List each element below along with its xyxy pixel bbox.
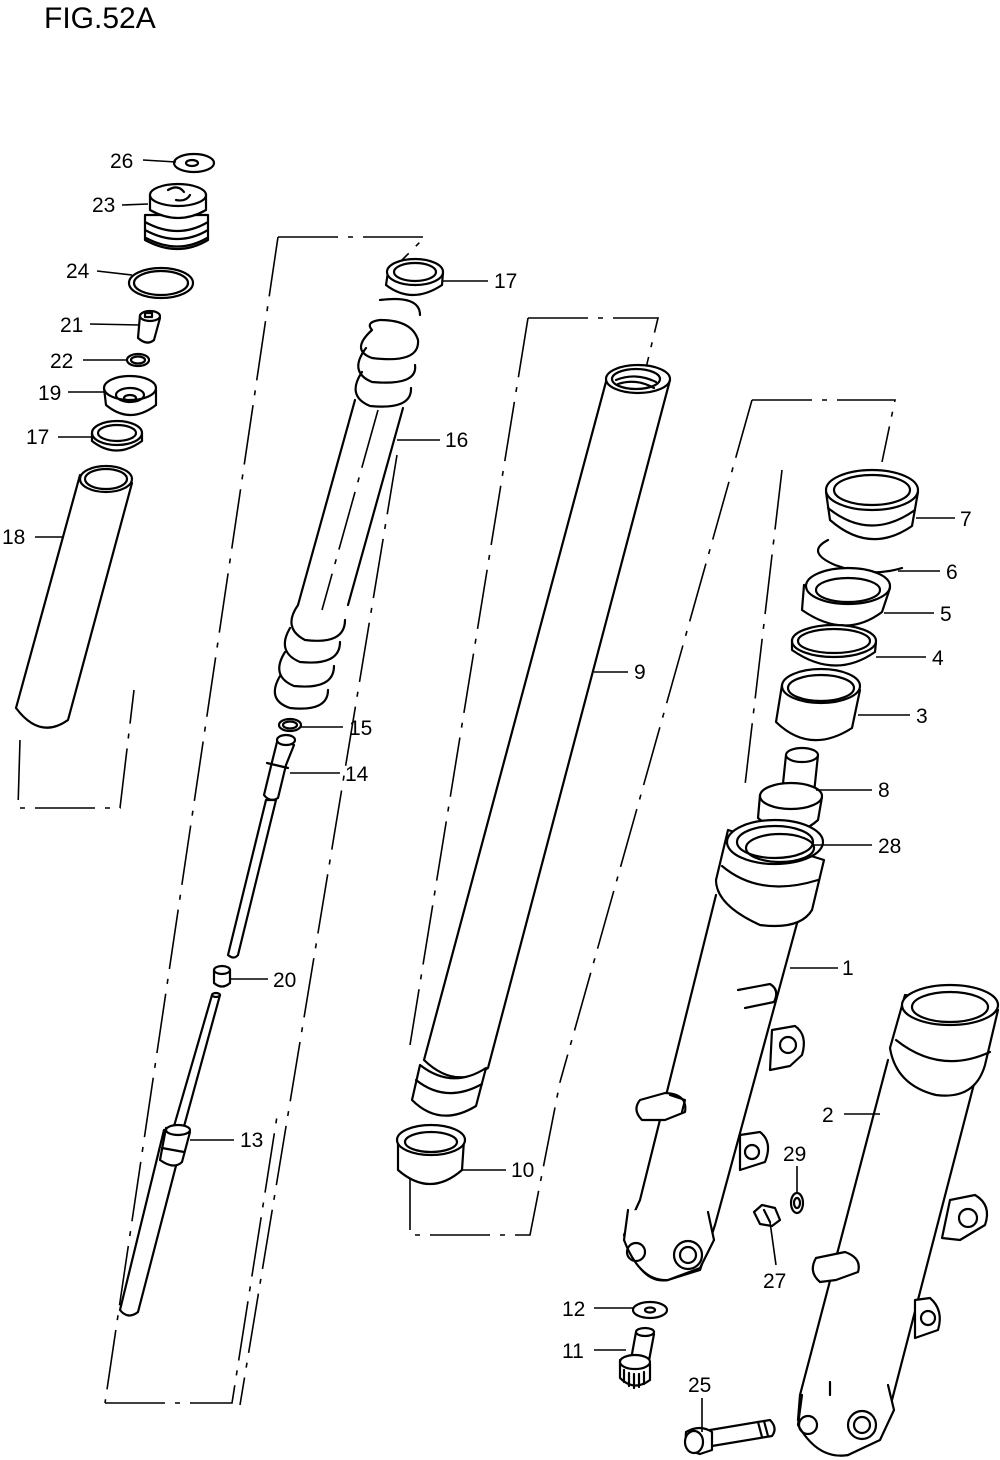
part-4-washer [790,623,878,667]
label-part-17-top: 17 [494,270,517,293]
label-part-28: 28 [878,835,901,858]
part-10-bushing [395,1123,467,1185]
part-29-washer [789,1191,805,1215]
part-13-damper [118,991,222,1317]
label-part-27: 27 [763,1270,786,1293]
label-part-24: 24 [66,260,90,283]
part-1-outer-tube [622,818,826,1282]
label-part-29: 29 [783,1143,806,1166]
label-part-11: 11 [562,1340,584,1363]
part-7-dust-seal [824,468,920,541]
label-part-21: 21 [60,314,83,337]
part-16-fork-spring [273,297,422,710]
label-part-23: 23 [92,194,115,217]
label-part-10: 10 [511,1159,534,1182]
assembly-outlines [17,236,896,1406]
part-23-cap-bolt [143,182,210,250]
part-2-outer-tube [796,983,1000,1457]
part-26-washer [172,152,216,174]
label-part-7: 7 [960,508,972,531]
part-22-ring [125,352,151,368]
label-part-2: 2 [822,1104,834,1127]
part-20-nut [212,964,232,988]
label-part-25: 25 [688,1374,711,1397]
part-17-spacer-top [384,257,445,296]
label-part-3: 3 [916,705,928,728]
part-25-axle-bolt [683,1418,776,1456]
label-part-18: 18 [2,526,25,549]
label-part-17-left: 17 [26,426,49,449]
part-27-screw [752,1203,782,1228]
leader-lines [35,159,955,1432]
label-part-8: 8 [878,779,890,802]
part-11-bolt [618,1326,656,1390]
label-part-9: 9 [634,661,646,684]
label-part-13: 13 [240,1129,263,1152]
label-part-5: 5 [940,603,952,626]
part-3-bushing [774,667,862,742]
label-part-22: 22 [50,350,73,373]
part-labels: 26 23 24 21 22 19 17 18 17 16 15 14 20 1… [2,150,972,1397]
label-part-20: 20 [273,969,296,992]
part-19-seat [102,374,158,417]
label-part-15: 15 [349,717,372,740]
label-part-1: 1 [842,957,854,980]
part-12-washer [631,1300,669,1320]
part-15-o-ring [277,717,303,733]
part-18-tube [14,464,134,729]
label-part-26: 26 [110,150,133,173]
part-9-inner-tube [410,363,672,1117]
part-21-adjuster [136,309,162,344]
label-part-4: 4 [932,647,944,670]
part-28-ring [744,832,816,864]
part-14-damper-rod [226,733,297,959]
figure-title: FIG.52A [44,2,156,35]
part-6-clip [817,538,904,574]
part-17-spacer-left [90,419,144,452]
label-part-19: 19 [38,382,61,405]
label-part-14: 14 [345,763,369,786]
label-part-12: 12 [562,1298,585,1321]
label-part-16: 16 [445,429,468,452]
label-part-6: 6 [946,561,958,584]
part-24-o-ring [127,266,195,300]
part-5-oil-seal [800,566,892,627]
